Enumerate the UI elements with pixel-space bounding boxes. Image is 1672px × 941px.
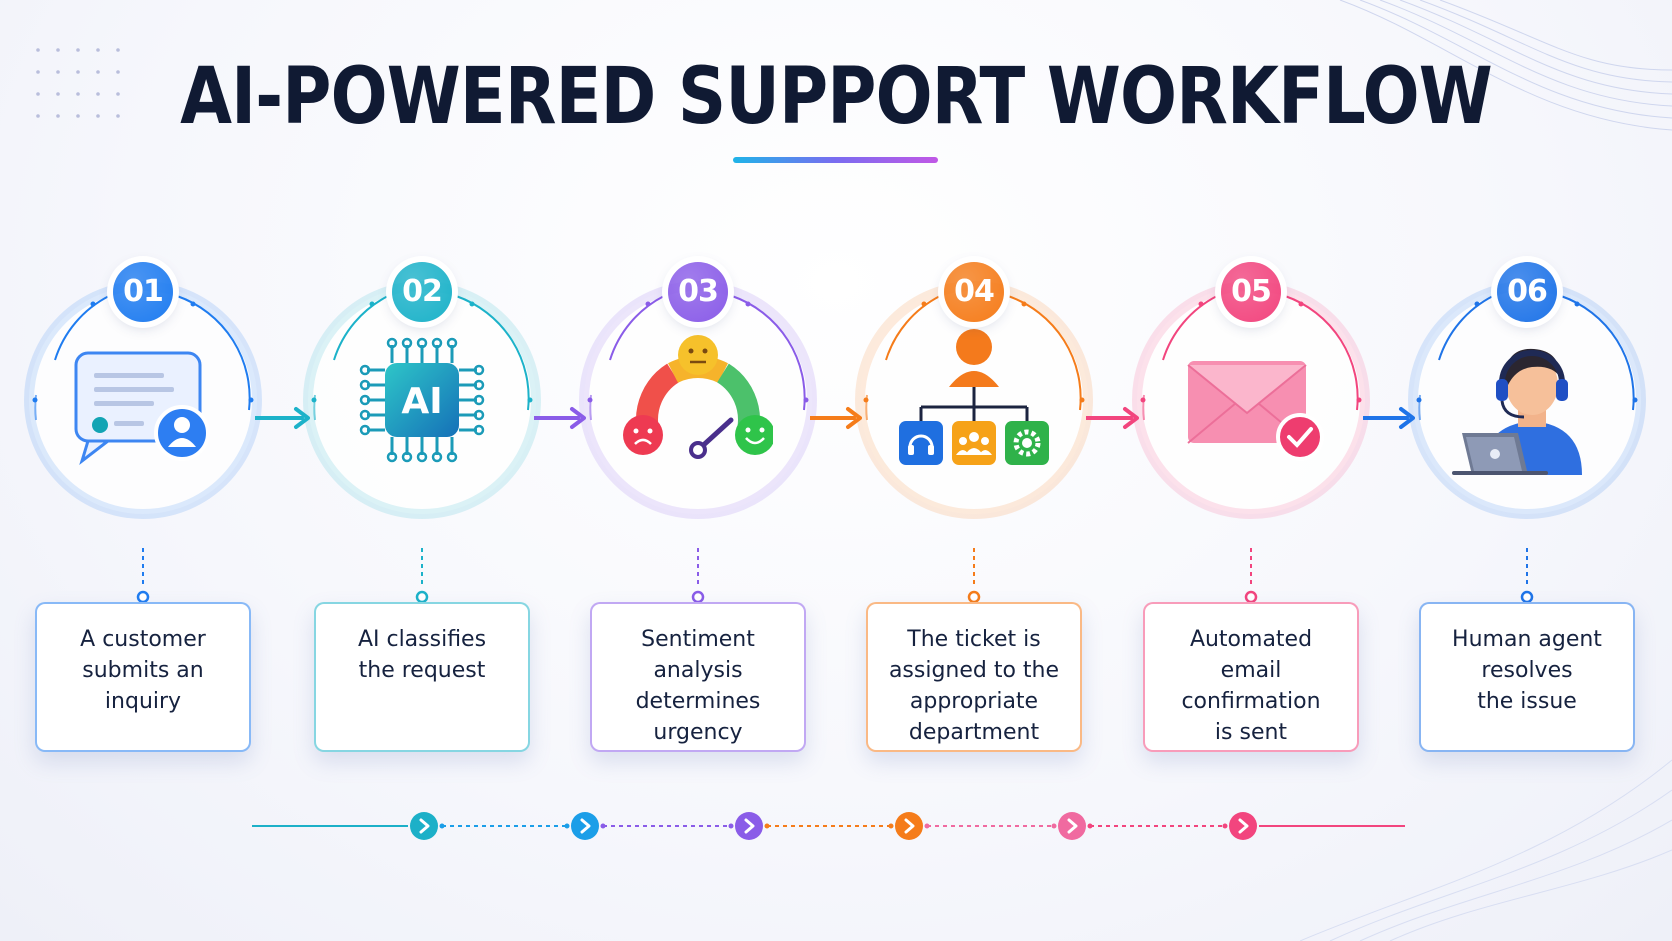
- timeline-node-chevron-icon: [410, 812, 438, 840]
- workflow-step: 01 A customer submits an inquiry: [0, 0, 262, 752]
- step-description: Human agent resolves the issue: [1452, 627, 1602, 714]
- step-description: The ticket is assigned to the appropriat…: [888, 627, 1060, 745]
- workflow-step: 04 The ticket is assigned to the appropr…: [0, 0, 1093, 752]
- decorative-waves-bottom: [1300, 759, 1672, 941]
- workflow-step: AI 02 AI classifies the request: [0, 0, 541, 752]
- sentiment-gauge-icon: [623, 335, 773, 459]
- workflow-step: 06 Human agent resolves the issue: [0, 0, 1646, 752]
- title-underline: [733, 157, 938, 163]
- decorative-dot-grid: [36, 48, 120, 118]
- step-number-badge: 02: [392, 262, 452, 322]
- support-agent-icon: [1452, 348, 1582, 475]
- flow-arrow-icon: [534, 407, 586, 429]
- step-description: AI classifies the request: [357, 627, 487, 683]
- step-number-badge: 05: [1221, 262, 1281, 322]
- chat-user-icon: [74, 351, 210, 466]
- step-number-badge: 01: [113, 262, 173, 322]
- step-description-card: Human agent resolves the issue: [1419, 602, 1635, 752]
- step-connector: [967, 548, 981, 604]
- flow-arrow-icon: [1363, 407, 1415, 429]
- decorative-waves-top: [1339, 0, 1672, 131]
- workflow-step: 05 Automated email confirmation is sent: [0, 0, 1370, 752]
- step-description-card: Sentiment analysis determines urgency: [590, 602, 806, 752]
- timeline-node-chevron-icon: [895, 812, 923, 840]
- workflow-step: 03 Sentiment analysis determines urgency: [0, 0, 817, 752]
- step-number-badge: 03: [668, 262, 728, 322]
- step-description: A customer submits an inquiry: [80, 627, 206, 714]
- svg-text:AI: AI: [401, 381, 442, 422]
- step-description-card: Automated email confirmation is sent: [1143, 602, 1359, 752]
- flow-arrow-icon: [810, 407, 862, 429]
- timeline-node-chevron-icon: [1229, 812, 1257, 840]
- step-description: Sentiment analysis determines urgency: [635, 627, 761, 745]
- step-description-card: AI classifies the request: [314, 602, 530, 752]
- ai-chip-icon: AI: [359, 337, 485, 463]
- email-check-icon: [1187, 361, 1324, 461]
- timeline-node-chevron-icon: [571, 812, 599, 840]
- org-routing-icon: [899, 329, 1049, 465]
- flow-arrow-icon: [1086, 407, 1139, 429]
- step-description-card: A customer submits an inquiry: [35, 602, 251, 752]
- flow-arrow-icon: [255, 407, 310, 429]
- step-number-badge: 06: [1497, 262, 1557, 322]
- page-title: AI-POWERED SUPPORT WORKFLOW: [180, 52, 1493, 142]
- step-description: Automated email confirmation is sent: [1181, 627, 1321, 745]
- step-number-badge: 04: [944, 262, 1004, 322]
- step-description-card: The ticket is assigned to the appropriat…: [866, 602, 1082, 752]
- timeline-node-chevron-icon: [1058, 812, 1086, 840]
- timeline-node-chevron-icon: [735, 812, 763, 840]
